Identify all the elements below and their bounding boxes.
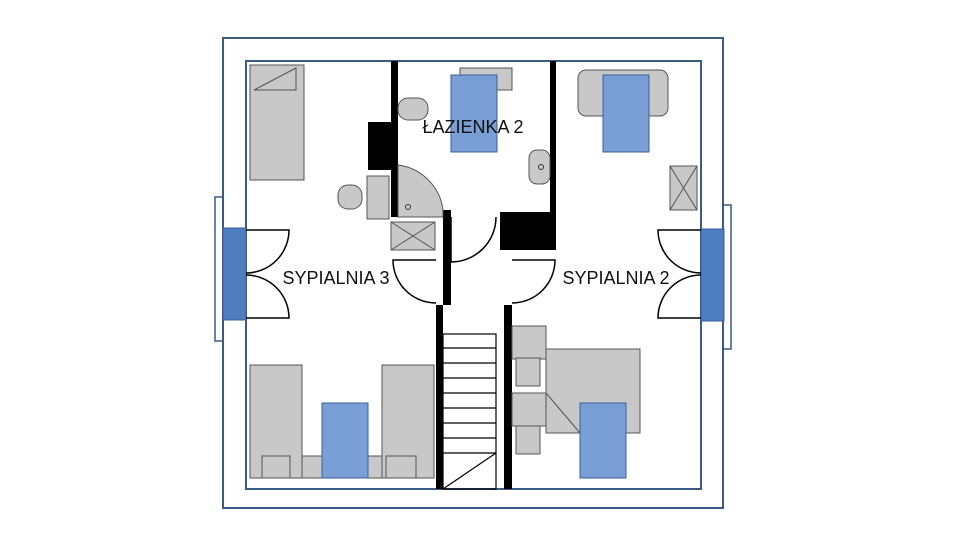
interior-walls: [368, 61, 556, 489]
blanket-left: [321, 402, 369, 479]
left-bedroom-furniture: [249, 64, 435, 479]
left-window: [222, 227, 247, 321]
bath-mat: [450, 74, 498, 153]
room-label-bedroom-2: SYPIALNIA 2: [562, 268, 669, 288]
door-swings: [245, 216, 702, 319]
left-bay-outline: [214, 196, 223, 342]
blanket-right: [579, 402, 627, 479]
right-window: [700, 228, 725, 322]
cabinet: [366, 175, 390, 220]
sink-right: [528, 149, 551, 185]
staircase: [442, 333, 497, 490]
right-bay-outline: [723, 204, 732, 350]
shower: [397, 164, 444, 218]
room-label-bedroom-3: SYPIALNIA 3: [282, 268, 389, 288]
right-bedroom-furniture: [511, 69, 698, 479]
blanket-top-right: [602, 74, 650, 153]
sink-left: [337, 184, 363, 210]
room-label-bathroom: ŁAZIENKA 2: [422, 117, 523, 137]
bed-top-left: [249, 64, 305, 181]
bathroom-fixtures: [337, 67, 551, 251]
toilet: [397, 97, 429, 121]
